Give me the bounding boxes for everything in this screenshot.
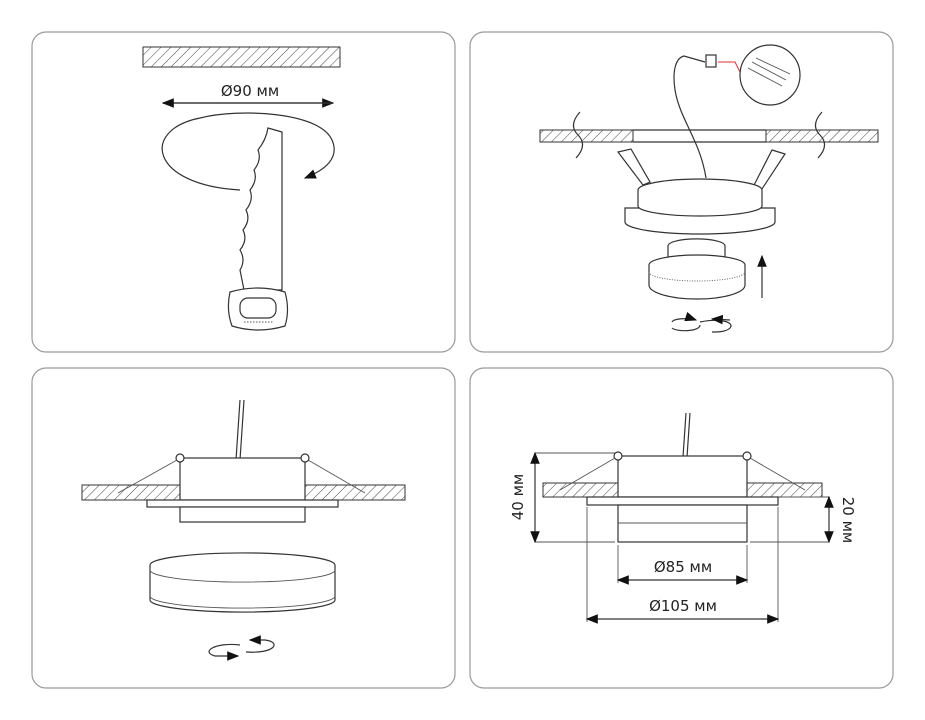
below-ceiling-height-label: 20 мм (839, 497, 857, 544)
step-1-panel: Ø90 мм (31, 31, 456, 353)
outer-diameter-label: Ø105 мм (649, 597, 717, 615)
lamp (667, 238, 726, 259)
wire-connector (705, 54, 717, 68)
cut-circle-arrow (161, 112, 335, 191)
connector-magnifier (739, 44, 801, 106)
rotate-arrows-icon (671, 319, 700, 331)
saw-icon (239, 127, 283, 291)
step-3-panel (31, 367, 456, 689)
step-4-panel: 40 мм 20 мм Ø85 мм Ø105 мм (469, 367, 894, 689)
hole-diameter-label: Ø90 мм (221, 82, 279, 100)
wire (673, 55, 707, 179)
inner-diameter-label: Ø85 мм (654, 558, 712, 576)
ceiling-section-right (765, 129, 879, 143)
spring-clip-left (616, 148, 651, 186)
step-2-panel (469, 31, 894, 353)
housing (179, 457, 306, 501)
ceiling-section (142, 46, 341, 68)
total-height-label: 40 мм (509, 474, 527, 521)
ceiling-section-left (539, 129, 634, 143)
rotate-arrows-icon (208, 643, 241, 661)
